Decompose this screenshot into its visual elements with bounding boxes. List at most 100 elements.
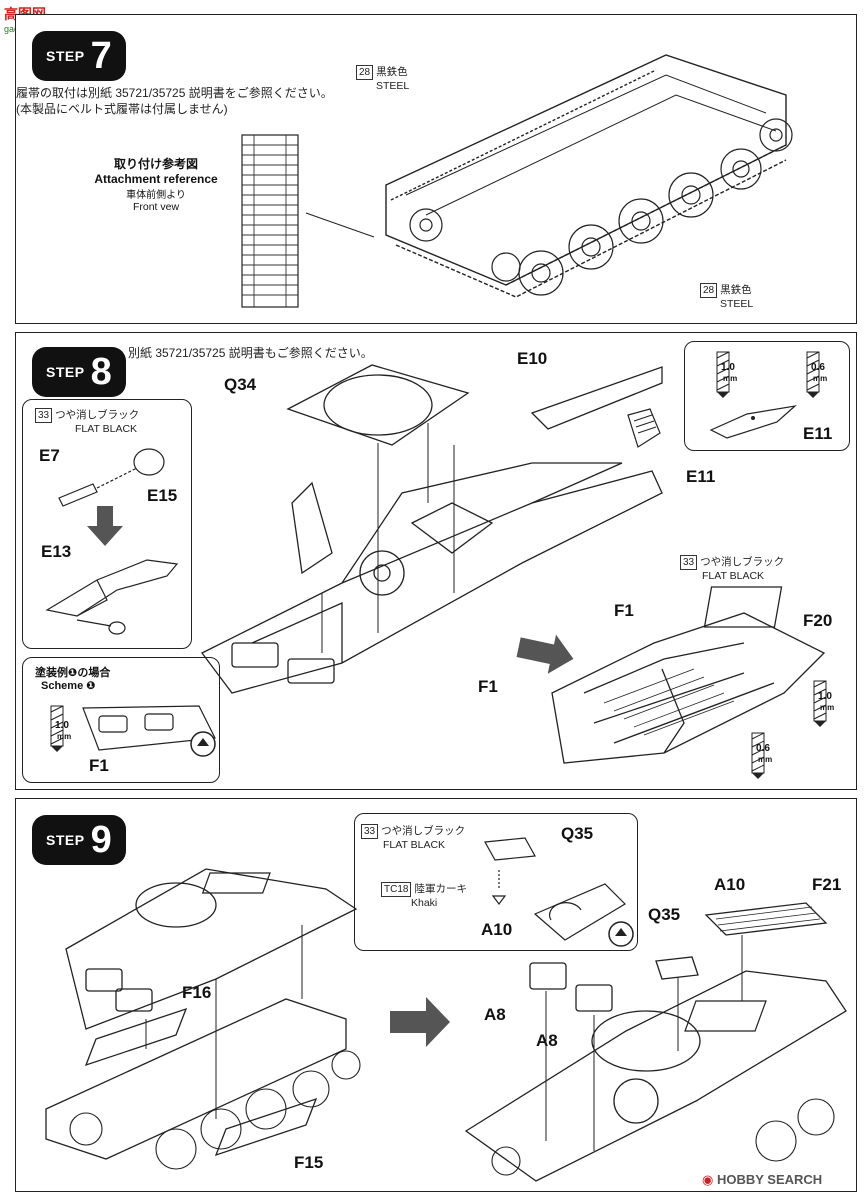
drill-bit-icon (813, 680, 827, 727)
part-label-a10: A10 (714, 875, 746, 894)
color-name-en: STEEL (376, 80, 410, 92)
part-label-e15: E15 (147, 486, 178, 505)
reverse-side-arrow-icon (190, 731, 216, 757)
reverse-side-arrow-icon (608, 921, 634, 947)
step8-note: 別紙 35721/35725 説明書もご参照ください。 (128, 346, 373, 360)
color-name-en: FLAT BLACK (702, 570, 765, 582)
color-name-jp: つや消しブラック (381, 825, 466, 837)
dimension-unit: mm (723, 374, 738, 383)
track-link-reference-drawing (241, 134, 299, 308)
step9-word: STEP (46, 832, 85, 848)
dimension-unit: mm (57, 732, 72, 741)
drill-bit-icon (806, 351, 820, 398)
dimension-value: 1.0 (818, 691, 832, 702)
ref-leader-line (305, 212, 375, 238)
part-label-f1-right: F1 (614, 601, 634, 620)
part-label-f20: F20 (803, 611, 833, 630)
footer-brand: ◉ HOBBY SEARCH (702, 1172, 822, 1188)
part-label-f1-scheme: F1 (89, 756, 109, 775)
dimension-unit: mm (758, 755, 773, 764)
color-name-en: FLAT BLACK (383, 839, 446, 851)
color-name-en: STEEL (720, 298, 754, 310)
color-name-jp: つや消しブラック (700, 556, 785, 568)
step7-ref-sub-en: Front vew (132, 201, 180, 213)
chassis-with-tracks-drawing (385, 54, 793, 298)
hull-upper-assembly-drawing (201, 364, 663, 694)
scheme-title-en: Scheme ❶ (41, 680, 96, 692)
step9-number: 9 (90, 818, 112, 861)
part-label-e13: E13 (41, 542, 72, 561)
part-label-q35: Q35 (648, 905, 681, 924)
dimension-value: 0.6 (756, 743, 770, 754)
dimension-marker: 1.0 mm (703, 351, 743, 400)
color-code-badge: TC18 (381, 882, 412, 897)
color-code-badge: 33 (35, 408, 53, 423)
part-label-e10: E10 (517, 349, 548, 368)
dimension-marker: 0.6 mm (738, 732, 778, 781)
dimension-unit: mm (820, 703, 835, 712)
dimension-marker: 1.0 mm (37, 705, 77, 754)
right-arrow-icon (390, 997, 450, 1047)
drill-bit-icon (751, 732, 765, 779)
part-label-a8-2: A8 (536, 1031, 558, 1050)
step8-number: 8 (90, 350, 112, 393)
e11-detail-drawing (709, 405, 797, 439)
dimension-unit: mm (813, 374, 828, 383)
step7-note-1: 履帯の取付は別紙 35721/35725 説明書をご参照ください。 (16, 86, 333, 100)
step8-badge: STEP 8 (32, 347, 126, 397)
color-code-badge: 33 (680, 555, 698, 570)
step8-word: STEP (46, 364, 85, 380)
step8-drill-inset-box: E11 1.0 mm 0.6 mm (684, 341, 850, 451)
step7-number: 7 (90, 34, 112, 77)
dimension-value: 0.6 (811, 362, 825, 373)
dimension-marker: 1.0 mm (800, 680, 840, 729)
drill-bit-icon (50, 705, 64, 752)
step7-ref-caption: 取り付け参考図 Attachment reference 車体前側より Fron… (86, 155, 226, 213)
right-arrow-icon (516, 634, 574, 674)
color-name-jp: つや消しブラック (55, 409, 140, 421)
color-name-en: Khaki (411, 897, 438, 909)
part-label-e11-inset: E11 (803, 424, 833, 443)
e7-e15-parts-drawing (58, 448, 165, 507)
scheme-title-jp: 塗装例❶の場合 (35, 667, 111, 679)
step7-badge: STEP 7 (32, 31, 126, 81)
color-name-jp: 黒鉄色 (720, 284, 752, 296)
color-name-jp: 陸軍カーキ (414, 883, 467, 895)
part-label-e11: E11 (686, 467, 716, 486)
part-label-a8-1: A8 (484, 1005, 506, 1024)
part-label-f21: F21 (812, 875, 842, 894)
step7-panel: STEP 7 履帯の取付は別紙 35721/35725 説明書をご参照ください。… (15, 14, 857, 324)
scheme-f1-drawing (82, 705, 216, 751)
color-name-jp: 黒鉄色 (376, 66, 408, 78)
step8-scheme-box: 塗装例❶の場合 Scheme ❶ F1 1.0 mm (22, 657, 220, 783)
hobby-search-logo-icon: ◉ (702, 1172, 714, 1187)
step8-panel: STEP 8 別紙 35721/35725 説明書もご参照ください。 Q34 E… (15, 332, 857, 790)
color-name-en: FLAT BLACK (75, 423, 138, 435)
part-label-f1-main: F1 (478, 677, 498, 696)
part-label-q34: Q34 (224, 375, 257, 394)
part-label-q35-inset: Q35 (561, 824, 594, 843)
part-label-f16: F16 (182, 983, 212, 1002)
step7-ref-en: Attachment reference (94, 172, 218, 186)
footer-brand-text: HOBBY SEARCH (716, 1172, 823, 1187)
e13-assembly-drawing (45, 559, 179, 635)
step7-word: STEP (46, 48, 85, 64)
part-label-e7: E7 (39, 446, 60, 465)
assembled-hull-drawing (464, 902, 847, 1182)
hull-on-chassis-drawing (45, 868, 361, 1170)
drill-bit-icon (716, 351, 730, 398)
dimension-value: 1.0 (55, 720, 69, 731)
step9-badge: STEP 9 (32, 815, 126, 865)
q35-hatch-inset-drawing (484, 837, 626, 941)
step7-ref-sub-jp: 車体前側より (126, 190, 186, 201)
step7-note-2: (本製品にベルト式履帯は付属しません) (16, 102, 228, 116)
